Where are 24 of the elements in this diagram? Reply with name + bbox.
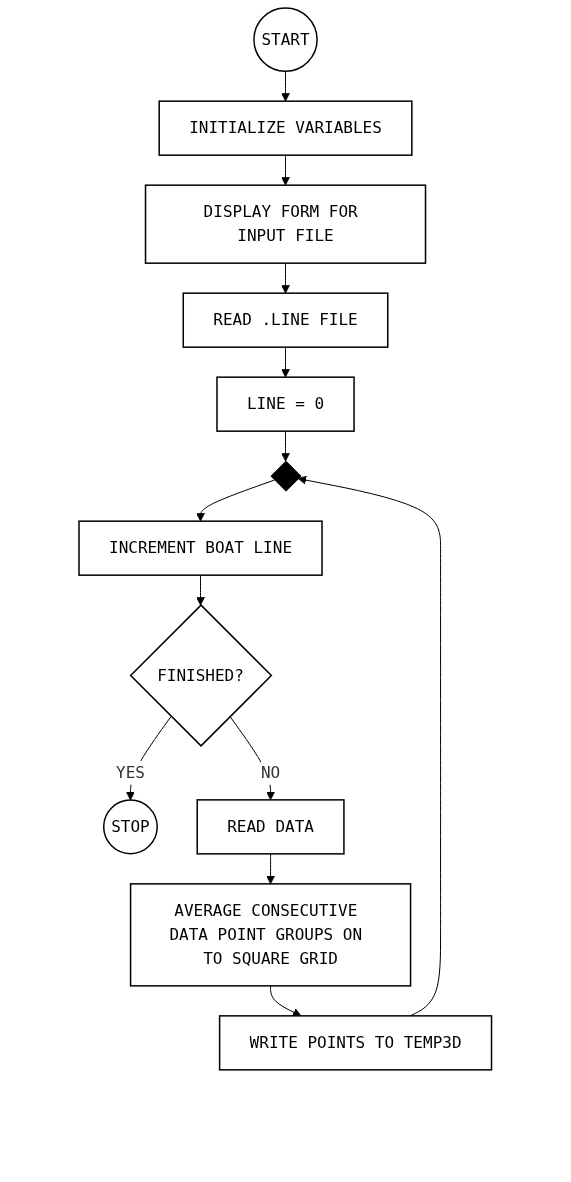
arrow xyxy=(266,853,276,885)
node-circle: START xyxy=(253,7,319,72)
arrow xyxy=(281,346,291,378)
arrow xyxy=(281,262,291,294)
node-box: LINE = 0 xyxy=(216,376,356,432)
arrow xyxy=(297,475,442,1017)
node-box: READ DATA xyxy=(196,799,345,855)
node-diamond xyxy=(270,460,302,492)
node-box: AVERAGE CONSECUTIVE DATA POINT GROUPS ON TO SQUARE GRID xyxy=(130,883,412,987)
arrow xyxy=(196,479,276,522)
arrow xyxy=(196,574,206,606)
node-circle: STOP xyxy=(103,799,159,855)
arrow xyxy=(270,985,302,1017)
edge-label: YES xyxy=(116,762,146,782)
arrow xyxy=(281,70,291,102)
node-box: INITIALIZE VARIABLES xyxy=(158,100,413,156)
arrow xyxy=(281,154,291,186)
node-box: READ .LINE FILE xyxy=(182,292,389,348)
arrow xyxy=(281,430,291,462)
node-box: DISPLAY FORM FOR INPUT FILE xyxy=(145,184,427,264)
node-box: WRITE POINTS TO TEMP3D xyxy=(219,1015,493,1071)
node-diamond: FINISHED? xyxy=(129,604,273,747)
edge-label: NO xyxy=(261,762,281,782)
node-box: INCREMENT BOAT LINE xyxy=(78,520,323,576)
